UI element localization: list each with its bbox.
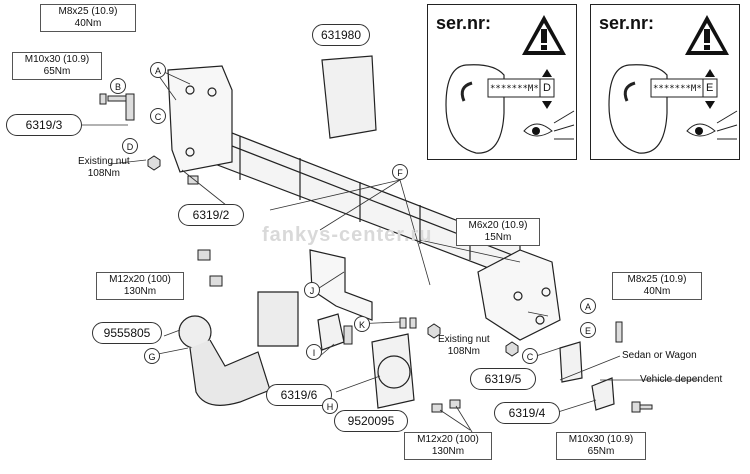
existing-nut-left-torque: 108Nm [87, 168, 120, 179]
callout-f: F [392, 164, 408, 180]
existing-nut-left: Existing nut 108Nm [78, 156, 130, 180]
bolt-b-torque: 40Nm [74, 18, 102, 29]
eye-icon [686, 110, 738, 140]
existing-nut-right: Existing nut 108Nm [438, 334, 490, 358]
part-9520095: 9520095 [334, 410, 408, 432]
bolt-bottom-spec: M12x20 (100) 130Nm [404, 432, 492, 460]
existing-nut-left-label: Existing nut [78, 156, 130, 167]
eye-icon [523, 110, 575, 140]
callout-k: K [354, 316, 370, 332]
callout-c-left: C [150, 108, 166, 124]
serial-panel-e: ser.nr: *******M* E [590, 4, 740, 160]
part-6319-4: 6319/4 [494, 402, 560, 424]
serial-graphic-d [445, 15, 575, 154]
callout-j: J [304, 282, 320, 298]
bolt-d-spec: M10x30 (10.9) 65Nm [12, 52, 102, 80]
bolt-a-right-torque: 40Nm [643, 286, 671, 297]
bolt-e-spec: M10x30 (10.9) 65Nm [556, 432, 646, 460]
serial-graphic-e [608, 15, 738, 154]
part-631980: 631980 [312, 24, 370, 46]
callout-c-right: C [522, 348, 538, 364]
serial-letter-e: E [706, 82, 714, 94]
bolt-f-spec: M6x20 (10.9) 15Nm [456, 218, 540, 246]
serial-letter-d: D [543, 82, 551, 94]
part-6319-5: 6319/5 [470, 368, 536, 390]
callout-h: H [322, 398, 338, 414]
part-9555805: 9555805 [92, 322, 162, 344]
bolt-e-torque: 65Nm [587, 446, 615, 457]
warning-icon [522, 15, 566, 55]
callout-i: I [306, 344, 322, 360]
serial-code-e: *******M* [653, 84, 702, 94]
bolt-b-spec: M8x25 (10.9) 40Nm [40, 4, 136, 32]
existing-nut-right-torque: 108Nm [447, 346, 480, 357]
bolt-d-torque: 65Nm [43, 66, 71, 77]
note-sedan: Sedan or Wagon [622, 350, 697, 361]
left-bracket [167, 65, 233, 173]
bolt-a-right-size: M8x25 (10.9) [627, 274, 687, 285]
socket-plate-shape [371, 333, 415, 409]
part-6319-2: 6319/2 [178, 204, 244, 226]
note-vehicle: Vehicle dependent [640, 374, 723, 385]
callout-e: E [580, 322, 596, 338]
bolt-j-spec: M12x20 (100) 130Nm [96, 272, 184, 300]
bolt-f-torque: 15Nm [484, 232, 512, 243]
serial-title-d: ser.nr: [436, 13, 492, 33]
callout-a-left: A [150, 62, 166, 78]
serial-title-e: ser.nr: [599, 13, 655, 33]
bolt-f-size: M6x20 (10.9) [468, 220, 528, 231]
bolt-j-size: M12x20 (100) [109, 274, 171, 285]
callout-g: G [144, 348, 160, 364]
bolt-j-torque: 130Nm [123, 286, 157, 297]
callout-a-right: A [580, 298, 596, 314]
existing-nut-right-label: Existing nut [438, 334, 490, 345]
bolt-bottom-torque: 130Nm [431, 446, 465, 457]
bolt-a-right-spec: M8x25 (10.9) 40Nm [612, 272, 702, 300]
serial-code-d: *******M* [490, 84, 539, 94]
bolt-b-size: M8x25 (10.9) [58, 6, 118, 17]
callout-b: B [110, 78, 126, 94]
bolt-d-size: M10x30 (10.9) [24, 54, 90, 65]
callout-d: D [122, 138, 138, 154]
part-6319-6: 6319/6 [266, 384, 332, 406]
warning-icon [685, 15, 729, 55]
part-6319-3: 6319/3 [6, 114, 82, 136]
serial-panel-d: ser.nr: *******M* D [427, 4, 577, 160]
bolt-e-size: M10x30 (10.9) [568, 434, 634, 445]
bolt-bottom-size: M12x20 (100) [417, 434, 479, 445]
right-bracket [477, 249, 561, 341]
watermark: fankys-center.ru [262, 224, 433, 246]
